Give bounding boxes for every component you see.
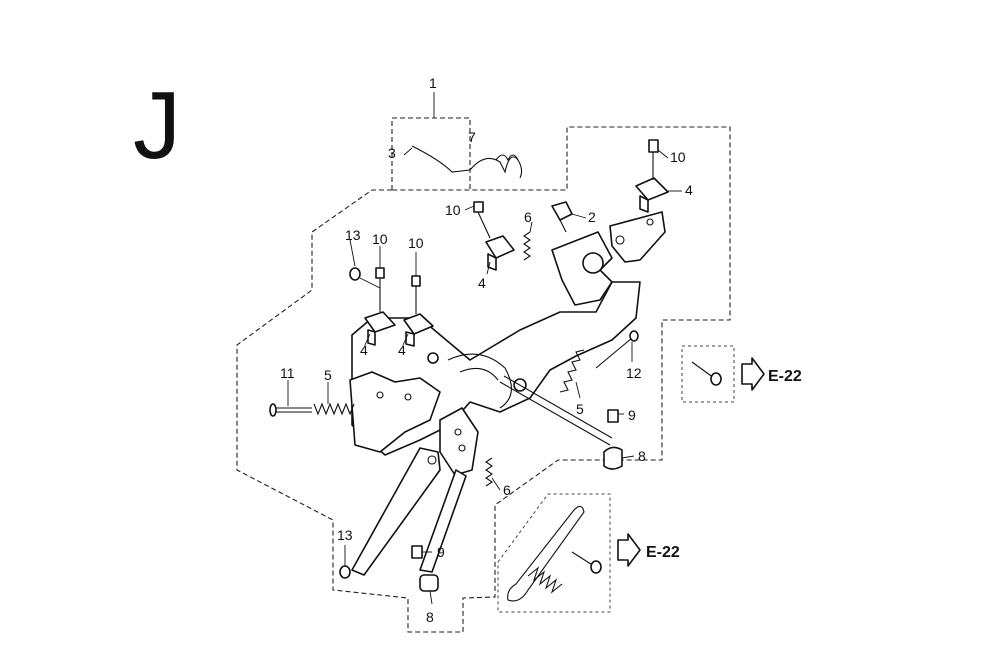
- part-2-clip: [551, 201, 573, 233]
- callout-11: 11: [280, 365, 295, 381]
- right-bracket: [551, 231, 613, 306]
- throttle-rod-box: [391, 117, 471, 190]
- callout-8-lower: 8: [426, 609, 434, 625]
- nut-13-lower: [339, 565, 351, 579]
- callout-13-upper: 13: [345, 227, 361, 243]
- callout-4-left2: 4: [398, 342, 406, 358]
- callout-1: 1: [429, 75, 437, 91]
- spring-5-right: [559, 349, 585, 393]
- section-letter: J: [133, 72, 181, 179]
- callout-4-left: 4: [360, 342, 368, 358]
- callout-10-top: 10: [445, 202, 461, 218]
- knob-8-right: [603, 446, 623, 470]
- ref-label-bottom: E-22: [646, 544, 680, 561]
- callout-4-mid: 4: [478, 275, 486, 291]
- arrow-right-icon: [741, 357, 765, 391]
- clip-4b: [403, 313, 434, 347]
- callout-10-left2: 10: [408, 235, 424, 251]
- clip-4c: [485, 235, 515, 271]
- callout-5-right: 5: [576, 401, 584, 417]
- choke-arm: [419, 469, 467, 573]
- bolt-10-left: [375, 267, 385, 312]
- collar-9-right: [607, 409, 619, 423]
- ref-spring-bottom: [507, 505, 585, 602]
- bolt-10-right: [648, 139, 659, 180]
- callout-7: 7: [468, 129, 476, 145]
- throttle-rod: [411, 145, 523, 179]
- callout-10-right: 10: [670, 149, 686, 165]
- spring-6-upper: [523, 231, 531, 261]
- bolt-12: [595, 330, 639, 369]
- spring-5-left: [313, 402, 355, 416]
- clip-4a: [364, 311, 396, 346]
- callout-13-lower: 13: [337, 527, 353, 543]
- callout-12: 12: [626, 365, 642, 381]
- knob-8-lower: [419, 574, 439, 592]
- bolt-10-top: [473, 201, 491, 239]
- callout-8-right: 8: [638, 448, 646, 464]
- governor-arm: [351, 447, 441, 576]
- callout-4-right: 4: [685, 182, 693, 198]
- ref-bolt-top: [691, 361, 722, 386]
- callout-3: 3: [388, 145, 396, 161]
- spring-6-lower: [485, 457, 493, 487]
- callout-6-lower: 6: [503, 482, 511, 498]
- left-lever-plate: [349, 371, 441, 453]
- center-lever-plate: [439, 407, 479, 476]
- arrow-right-icon-bottom: [617, 533, 641, 567]
- ref-label-top: E-22: [768, 368, 802, 385]
- clip-4d: [635, 177, 669, 213]
- callout-6-upper: 6: [524, 209, 532, 225]
- ref-box-top: [681, 345, 735, 403]
- ref-bolt-bottom: [571, 551, 602, 574]
- callout-9-right: 9: [628, 407, 636, 423]
- callout-2: 2: [588, 209, 596, 225]
- bolt-10-mid: [411, 275, 421, 314]
- screw-11: [269, 403, 312, 417]
- ref-box-bottom: [497, 493, 611, 613]
- assembly-boundary: [236, 126, 731, 633]
- callout-9-lower: 9: [437, 544, 445, 560]
- callout-10-left: 10: [372, 231, 388, 247]
- callout-5-left: 5: [324, 367, 332, 383]
- nut-13-upper: [349, 267, 381, 289]
- collar-9-lower: [411, 545, 423, 559]
